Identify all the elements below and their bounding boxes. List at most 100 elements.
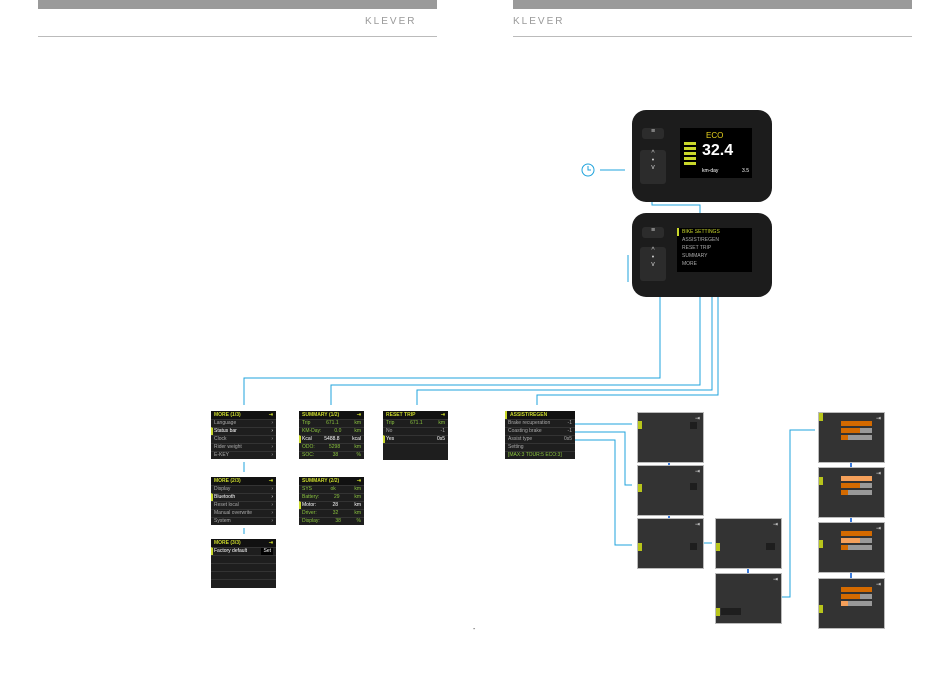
option-no[interactable]: No bbox=[386, 428, 393, 434]
exit-icon[interactable]: ⇥ bbox=[694, 469, 700, 475]
mode-label: ECO bbox=[706, 131, 724, 140]
menu-title: ASSIST/REGEN bbox=[510, 412, 548, 418]
exit-icon[interactable]: ⇥ bbox=[268, 412, 273, 418]
exit-icon[interactable]: ⇥ bbox=[268, 540, 273, 546]
display-device-main: ≡ ^•v ECO 32.4 km-day 3.5 bbox=[632, 110, 772, 202]
menu-item[interactable]: System bbox=[214, 518, 231, 524]
menu-title: MORE (1/3) bbox=[214, 412, 241, 418]
divider bbox=[38, 36, 437, 37]
chevron-right-icon: › bbox=[271, 510, 273, 516]
menu-title: RESET TRIP bbox=[386, 412, 416, 418]
row-label: Trip bbox=[386, 420, 395, 426]
row-unit: % bbox=[356, 518, 361, 524]
row-label: Kcal bbox=[302, 436, 312, 442]
menu-item[interactable]: Setting bbox=[508, 444, 524, 450]
menu-item[interactable]: Clock bbox=[214, 436, 227, 442]
chevron-right-icon: › bbox=[271, 486, 273, 492]
row-value: 28 bbox=[332, 502, 339, 508]
row-label: ODO: bbox=[302, 444, 315, 450]
assist-levels-summary: [MAX:3 TOUR:5 ECO:3] bbox=[508, 452, 562, 458]
menu-item-assist-regen[interactable]: ASSIST/REGEN bbox=[682, 237, 719, 243]
row-label: Battery: bbox=[302, 494, 320, 500]
row-label: KM-Day: bbox=[302, 428, 322, 434]
row-value: 5298 bbox=[328, 444, 341, 450]
assist-level-screen: ⇥ bbox=[818, 578, 885, 629]
menu-item[interactable]: Status bar bbox=[214, 428, 237, 434]
chevron-right-icon: › bbox=[271, 452, 273, 458]
setting-screen: ⇥ bbox=[637, 518, 704, 569]
row-value: 32 bbox=[332, 510, 339, 516]
menu-item-more[interactable]: MORE bbox=[682, 261, 697, 267]
row-label: SOC: bbox=[302, 452, 315, 458]
bike-settings-screen: BIKE SETTINGS ASSIST/REGEN RESET TRIP SU… bbox=[677, 228, 752, 272]
chevron-right-icon: › bbox=[271, 420, 273, 426]
bike-settings-title: BIKE SETTINGS bbox=[677, 228, 752, 236]
row-value: -1 bbox=[440, 428, 445, 434]
exit-icon[interactable]: ⇥ bbox=[875, 582, 881, 588]
assist-level-screen: ⇥ bbox=[818, 522, 885, 573]
menu-button[interactable]: ≡ bbox=[642, 128, 664, 139]
chevron-right-icon: › bbox=[271, 444, 273, 450]
menu-item-summary[interactable]: SUMMARY bbox=[682, 253, 708, 259]
exit-icon[interactable]: ⇥ bbox=[268, 478, 273, 484]
row-label: Motor: bbox=[302, 502, 317, 508]
menu-item-reset-trip[interactable]: RESET TRIP bbox=[682, 245, 712, 251]
header-bar-right bbox=[513, 0, 912, 9]
row-value: 0s5 bbox=[563, 436, 572, 442]
exit-icon[interactable]: ⇥ bbox=[772, 577, 778, 583]
option-yes[interactable]: Yes bbox=[386, 436, 395, 442]
row-value: 0s5 bbox=[436, 436, 445, 442]
exit-icon[interactable]: ⇥ bbox=[356, 412, 361, 418]
exit-icon[interactable]: ⇥ bbox=[772, 522, 778, 528]
setting-screen: ⇥ bbox=[715, 573, 782, 624]
assist-level-screen: ⇥ bbox=[818, 467, 885, 518]
row-unit: km bbox=[354, 494, 361, 500]
menu-item[interactable]: E-KEY bbox=[214, 452, 230, 458]
divider bbox=[513, 36, 912, 37]
set-button[interactable]: Set bbox=[261, 548, 273, 555]
chevron-right-icon: › bbox=[271, 428, 273, 434]
row-unit: km bbox=[438, 420, 445, 426]
row-value: -1 bbox=[567, 428, 572, 434]
exit-icon[interactable]: ⇥ bbox=[875, 526, 881, 532]
menu-item[interactable]: Display bbox=[214, 486, 231, 492]
exit-icon[interactable]: ⇥ bbox=[440, 412, 445, 418]
more-menu-2: MORE (2/3)⇥ Display› Bluetooth› Reset lo… bbox=[211, 477, 276, 525]
row-value: ok bbox=[330, 486, 336, 492]
menu-item[interactable]: Factory default bbox=[214, 548, 248, 554]
menu-item[interactable]: Reset local bbox=[214, 502, 239, 508]
exit-icon[interactable]: ⇥ bbox=[694, 522, 700, 528]
row-unit: km bbox=[354, 444, 361, 450]
menu-item[interactable]: Manual overwrite bbox=[214, 510, 253, 516]
menu-item[interactable]: Language bbox=[214, 420, 237, 426]
row-value: 29 bbox=[334, 494, 340, 500]
exit-icon[interactable]: ⇥ bbox=[875, 471, 881, 477]
assist-level-bars bbox=[684, 142, 696, 166]
menu-item[interactable]: Brake recuperation bbox=[508, 420, 551, 426]
menu-item[interactable]: Assist type bbox=[508, 436, 533, 442]
row-label: SYS bbox=[302, 486, 313, 492]
menu-title: SUMMARY (1/2) bbox=[302, 412, 340, 418]
chevron-right-icon: › bbox=[271, 436, 273, 442]
menu-item[interactable]: Coasting brake bbox=[508, 428, 542, 434]
clock-icon bbox=[581, 163, 595, 177]
row-unit: % bbox=[356, 452, 361, 458]
menu-item[interactable]: Rider weight bbox=[214, 444, 242, 450]
header-bar-left bbox=[38, 0, 437, 9]
up-down-button[interactable]: ^•v bbox=[640, 150, 666, 184]
row-unit: kcal bbox=[352, 436, 361, 442]
menu-item[interactable]: Bluetooth bbox=[214, 494, 236, 500]
up-down-button[interactable]: ^•v bbox=[640, 247, 666, 281]
row-label: Display: bbox=[302, 518, 320, 524]
exit-icon[interactable]: ⇥ bbox=[694, 416, 700, 422]
menu-title: SUMMARY (2/2) bbox=[302, 478, 340, 484]
klever-logo: KLEVER bbox=[513, 16, 565, 27]
exit-icon[interactable]: ⇥ bbox=[356, 478, 361, 484]
row-unit: km bbox=[354, 420, 361, 426]
row-value: 5488.8 bbox=[324, 436, 340, 442]
menu-button[interactable]: ≡ bbox=[642, 227, 664, 238]
exit-icon[interactable]: ⇥ bbox=[875, 416, 881, 422]
